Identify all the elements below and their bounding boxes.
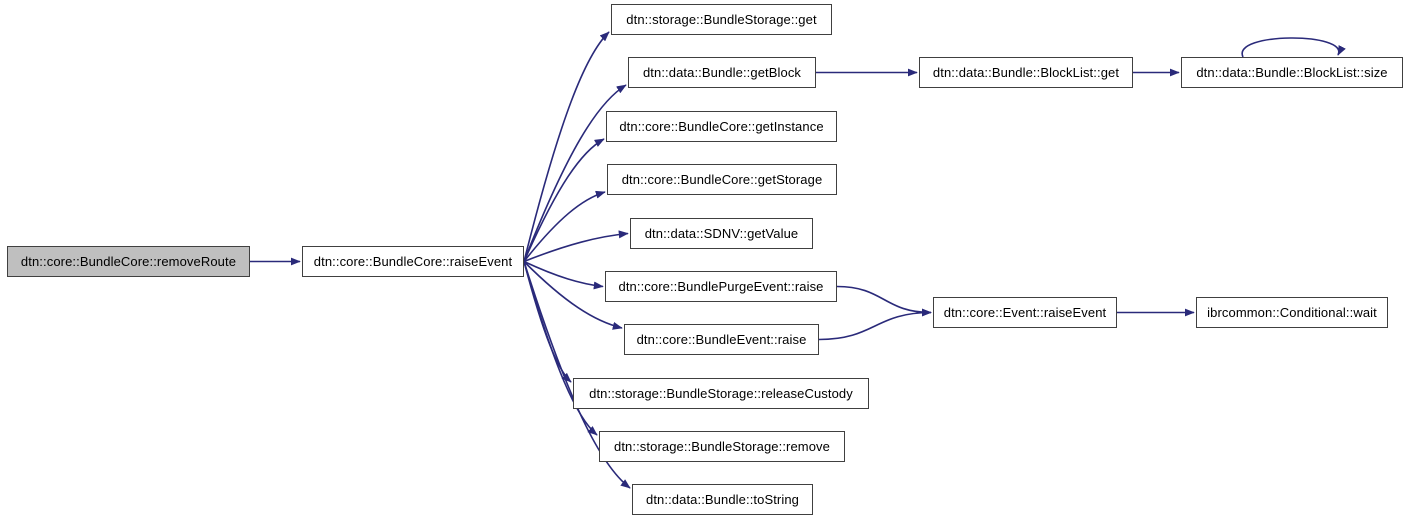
graph-node-blocklist_size[interactable]: dtn::data::Bundle::BlockList::size	[1181, 57, 1403, 88]
graph-node-label: dtn::core::BundleCore::getStorage	[621, 172, 823, 187]
edge-raiseEvent_core-to-getValue	[523, 230, 629, 263]
graph-node-label: dtn::core::BundleEvent::raise	[636, 332, 807, 347]
edge-raiseEvent_core-to-bundleevent_raise	[523, 260, 623, 330]
edge-blocklist_size-to-blocklist_size	[1241, 37, 1346, 58]
edge-bundleevent_raise-to-event_raiseEvent	[818, 308, 932, 341]
graph-node-getValue[interactable]: dtn::data::SDNV::getValue	[630, 218, 813, 249]
graph-node-label: dtn::data::Bundle::toString	[645, 492, 800, 507]
graph-node-label: dtn::data::Bundle::BlockList::get	[932, 65, 1120, 80]
graph-node-toString[interactable]: dtn::data::Bundle::toString	[632, 484, 813, 515]
graph-node-label: dtn::storage::BundleStorage::remove	[614, 439, 830, 454]
graph-node-releaseCustody[interactable]: dtn::storage::BundleStorage::releaseCust…	[573, 378, 869, 409]
graph-node-remove[interactable]: dtn::storage::BundleStorage::remove	[599, 431, 845, 462]
graph-node-label: dtn::core::BundleCore::raiseEvent	[313, 254, 513, 269]
graph-node-label: dtn::core::Event::raiseEvent	[943, 305, 1107, 320]
graph-node-label: dtn::data::Bundle::getBlock	[642, 65, 802, 80]
edge-raiseEvent_core-to-toString	[523, 261, 631, 489]
graph-node-label: dtn::storage::BundleStorage::get	[626, 12, 817, 27]
edge-raiseEvent_core-to-remove	[523, 261, 598, 436]
graph-node-storage_get[interactable]: dtn::storage::BundleStorage::get	[611, 4, 832, 35]
graph-node-getStorage[interactable]: dtn::core::BundleCore::getStorage	[607, 164, 837, 195]
graph-node-event_raiseEvent[interactable]: dtn::core::Event::raiseEvent	[933, 297, 1117, 328]
graph-node-label: dtn::core::BundleCore::removeRoute	[20, 254, 237, 269]
graph-node-label: dtn::core::BundlePurgeEvent::raise	[618, 279, 824, 294]
graph-node-label: dtn::core::BundleCore::getInstance	[619, 119, 824, 134]
graph-node-conditional_wait[interactable]: ibrcommon::Conditional::wait	[1196, 297, 1388, 328]
graph-node-raiseEvent_core[interactable]: dtn::core::BundleCore::raiseEvent	[302, 246, 524, 277]
graph-node-purge_raise[interactable]: dtn::core::BundlePurgeEvent::raise	[605, 271, 837, 302]
graph-node-blocklist_get[interactable]: dtn::data::Bundle::BlockList::get	[919, 57, 1133, 88]
edge-raiseEvent_core-to-releaseCustody	[523, 261, 572, 383]
graph-node-getBlock[interactable]: dtn::data::Bundle::getBlock	[628, 57, 816, 88]
edge-raiseEvent_core-to-getStorage	[523, 190, 606, 262]
graph-node-label: ibrcommon::Conditional::wait	[1207, 305, 1377, 320]
graph-node-label: dtn::storage::BundleStorage::releaseCust…	[589, 386, 853, 401]
graph-node-getInstance[interactable]: dtn::core::BundleCore::getInstance	[606, 111, 837, 142]
graph-node-label: dtn::data::Bundle::BlockList::size	[1196, 65, 1388, 80]
edge-purge_raise-to-event_raiseEvent	[836, 285, 932, 317]
edge-raiseEvent_core-to-getInstance	[523, 138, 605, 262]
edge-raiseEvent_core-to-getBlock	[523, 84, 627, 262]
graph-node-removeRoute[interactable]: dtn::core::BundleCore::removeRoute	[7, 246, 250, 277]
edge-raiseEvent_core-to-purge_raise	[523, 260, 604, 290]
graph-node-bundleevent_raise[interactable]: dtn::core::BundleEvent::raise	[624, 324, 819, 355]
graph-node-label: dtn::data::SDNV::getValue	[644, 226, 799, 241]
edge-raiseEvent_core-to-storage_get	[523, 31, 610, 262]
